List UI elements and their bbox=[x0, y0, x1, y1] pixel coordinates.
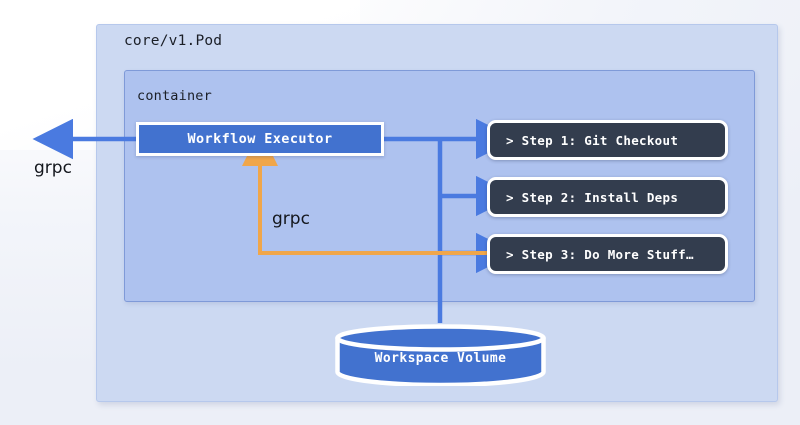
step-node-2[interactable]: > Step 2: Install Deps bbox=[487, 177, 728, 217]
step-label-2: > Step 2: Install Deps bbox=[506, 189, 679, 205]
grpc-internal-label: grpc bbox=[272, 209, 310, 229]
cylinder-icon bbox=[335, 324, 546, 386]
step-label-3: > Step 3: Do More Stuff… bbox=[506, 246, 694, 262]
container-label: container bbox=[137, 88, 212, 104]
workspace-volume-node[interactable]: Workspace Volume bbox=[335, 324, 546, 386]
workflow-executor-label: Workflow Executor bbox=[187, 131, 333, 147]
grpc-external-label: grpc bbox=[34, 158, 72, 178]
workflow-executor-node[interactable]: Workflow Executor bbox=[136, 122, 384, 156]
step-node-3[interactable]: > Step 3: Do More Stuff… bbox=[487, 234, 728, 274]
step-label-1: > Step 1: Git Checkout bbox=[506, 132, 679, 148]
pod-label: core/v1.Pod bbox=[124, 33, 223, 49]
step-node-1[interactable]: > Step 1: Git Checkout bbox=[487, 120, 728, 160]
